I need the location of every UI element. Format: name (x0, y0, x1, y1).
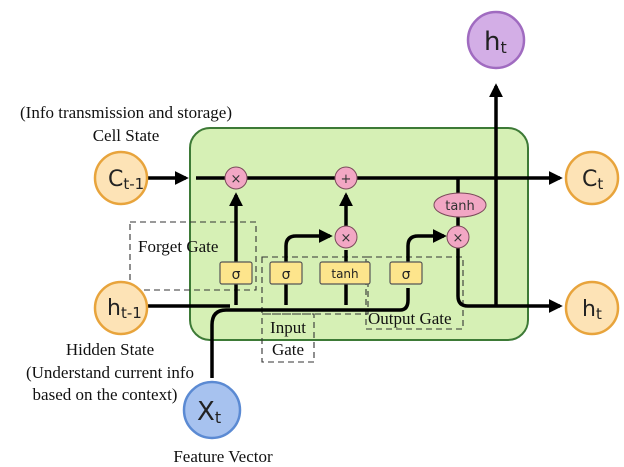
h-next-line (456, 244, 563, 313)
svg-text:tanh: tanh (331, 267, 358, 281)
svg-text:σ: σ (232, 267, 241, 283)
c-prev-node: Ct-1 (93, 150, 149, 206)
cell-state-note: (Info transmission and storage) (20, 103, 232, 122)
cell-tanh-node: tanh (433, 192, 487, 218)
svg-text:Ct: Ct (582, 167, 603, 193)
input-gate-tanh: tanh (319, 261, 371, 285)
input-multiply-node: × (334, 225, 358, 249)
forget-gate-region (129, 221, 257, 291)
input-gate-label-region (261, 313, 315, 363)
hidden-state-note-line2: based on the context) (33, 385, 178, 404)
c-next-node: Ct (564, 150, 620, 206)
hidden-state-note-line1: (Understand current info (26, 363, 194, 382)
svg-text:ht: ht (582, 297, 602, 323)
svg-text:+: + (341, 172, 352, 187)
output-multiply-node: × (446, 225, 470, 249)
forget-multiply-node: × (224, 166, 248, 190)
svg-text:×: × (231, 172, 242, 187)
output-gate-label: Output Gate (368, 309, 452, 328)
feature-vector-label: Feature Vector (173, 447, 273, 466)
output-sigma-to-mult (406, 229, 447, 272)
x-input-path (210, 288, 410, 378)
svg-text:σ: σ (282, 267, 291, 283)
input-sigma-to-mult (284, 229, 333, 305)
svg-text:Ct-1: Ct-1 (108, 167, 144, 193)
h-prev-node: ht-1 (93, 280, 149, 336)
input-gate-sigma: σ (269, 261, 303, 285)
x-input-node: Xt (182, 380, 242, 440)
output-gate-sigma: σ (389, 261, 423, 285)
input-gate-label-line2: Gate (272, 340, 304, 359)
svg-text:σ: σ (402, 267, 411, 283)
h-next-node: ht (564, 280, 620, 336)
svg-text:×: × (453, 231, 464, 246)
output-gate-region (365, 256, 464, 330)
h-top-node: ht (466, 10, 526, 70)
svg-text:Xt: Xt (197, 397, 221, 427)
hidden-state-label: Hidden State (66, 340, 154, 359)
input-gate-region (261, 256, 369, 315)
cell-state-label: Cell State (93, 126, 160, 145)
lstm-cell-box (189, 127, 529, 341)
svg-text:ht-1: ht-1 (107, 296, 142, 322)
svg-text:tanh: tanh (445, 199, 475, 214)
forget-gate-sigma: σ (219, 261, 253, 285)
forget-gate-label: Forget Gate (138, 237, 218, 256)
svg-text:×: × (341, 231, 352, 246)
input-gate-label-line1: Input (270, 318, 306, 337)
add-node: + (334, 166, 358, 190)
svg-text:ht: ht (484, 27, 507, 57)
